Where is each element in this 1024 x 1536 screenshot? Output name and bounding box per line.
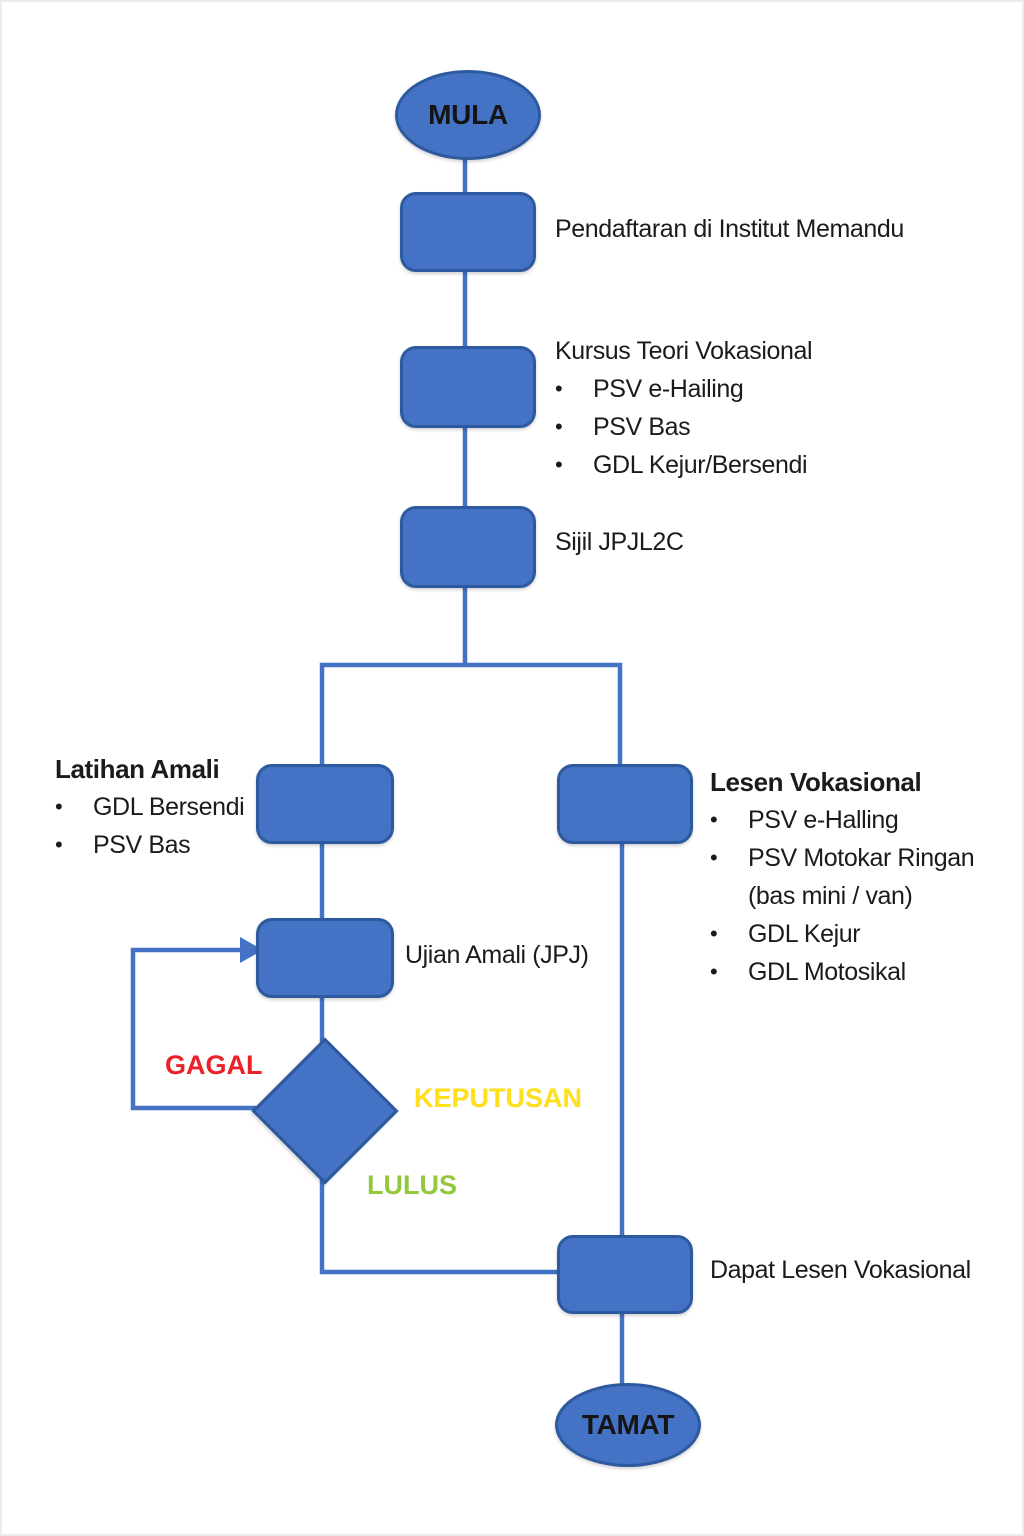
list-item-text: PSV e-Hailing — [593, 375, 744, 403]
dapat-node — [557, 1235, 693, 1314]
latihan-label-block: Latihan Amali • GDL Bersendi • PSV Bas — [55, 750, 245, 864]
kursus-label-block: Kursus Teori Vokasional • PSV e-Hailing … — [555, 332, 813, 484]
list-item: • PSV e-Hailing — [555, 370, 812, 408]
latihan-node — [256, 764, 394, 844]
list-item-text: GDL Kejur — [748, 920, 861, 948]
list-item: • PSV Bas — [555, 408, 812, 446]
list-item-text: (bas mini / van) — [748, 882, 913, 910]
bullet-icon: • — [710, 845, 718, 870]
bullet-icon: • — [555, 452, 563, 477]
connector-fail-loop — [130, 947, 256, 1111]
list-item: • GDL Kejur — [710, 915, 974, 953]
sijil-node — [400, 506, 536, 588]
bullet-icon: • — [555, 376, 563, 401]
list-item: • GDL Kejur/Bersendi — [555, 446, 812, 484]
lesen-title: Lesen Vokasional — [710, 767, 922, 797]
sijil-label: Sijil JPJL2C — [555, 528, 684, 556]
kursus-title: Kursus Teori Vokasional — [555, 337, 813, 365]
lesen-label-block: Lesen Vokasional • PSV e-Halling • PSV M… — [710, 763, 975, 991]
start-node: MULA — [395, 70, 541, 160]
bullet-icon: • — [710, 959, 718, 984]
list-item-text: GDL Kejur/Bersendi — [593, 451, 808, 479]
bullet-spacer — [710, 877, 730, 915]
kursus-node — [400, 346, 536, 428]
list-item: • PSV Bas — [55, 826, 244, 864]
pendaftaran-label: Pendaftaran di Institut Memandu — [555, 215, 904, 243]
list-item-text: GDL Motosikal — [748, 958, 906, 986]
list-item: • GDL Bersendi — [55, 788, 245, 826]
list-item-text: PSV Motokar Ringan — [748, 844, 975, 872]
latihan-title: Latihan Amali — [55, 754, 220, 784]
list-item-text: PSV e-Halling — [748, 806, 899, 834]
decision-label: KEPUTUSAN — [414, 1083, 583, 1113]
list-item: • GDL Motosikal — [710, 953, 974, 991]
ujian-node — [256, 918, 394, 998]
end-node: TAMAT — [555, 1383, 701, 1467]
bullet-icon: • — [710, 921, 718, 946]
connector-pass-to-dapat — [319, 1168, 560, 1275]
list-item: • PSV e-Halling — [710, 801, 974, 839]
list-item: • PSV Motokar Ringan — [710, 839, 975, 877]
decision-fail-label: GAGAL — [165, 1050, 263, 1080]
bullet-icon: • — [55, 794, 63, 819]
list-item-text: GDL Bersendi — [93, 793, 245, 821]
dapat-label: Dapat Lesen Vokasional — [710, 1256, 971, 1284]
connector-branch-split — [319, 662, 623, 772]
start-node-label: MULA — [428, 99, 508, 130]
lesen-node — [557, 764, 693, 844]
list-item-continuation: (bas mini / van) — [710, 877, 974, 915]
bullet-icon: • — [55, 832, 63, 857]
bullet-icon: • — [555, 414, 563, 439]
list-item-text: PSV Bas — [93, 831, 191, 859]
decision-pass-label: LULUS — [367, 1170, 457, 1200]
ujian-label: Ujian Amali (JPJ) — [405, 941, 589, 969]
list-item-text: PSV Bas — [593, 413, 691, 441]
end-node-label: TAMAT — [581, 1409, 675, 1440]
bullet-icon: • — [710, 807, 718, 832]
pendaftaran-node — [400, 192, 536, 272]
arrowhead-icon — [240, 937, 263, 963]
